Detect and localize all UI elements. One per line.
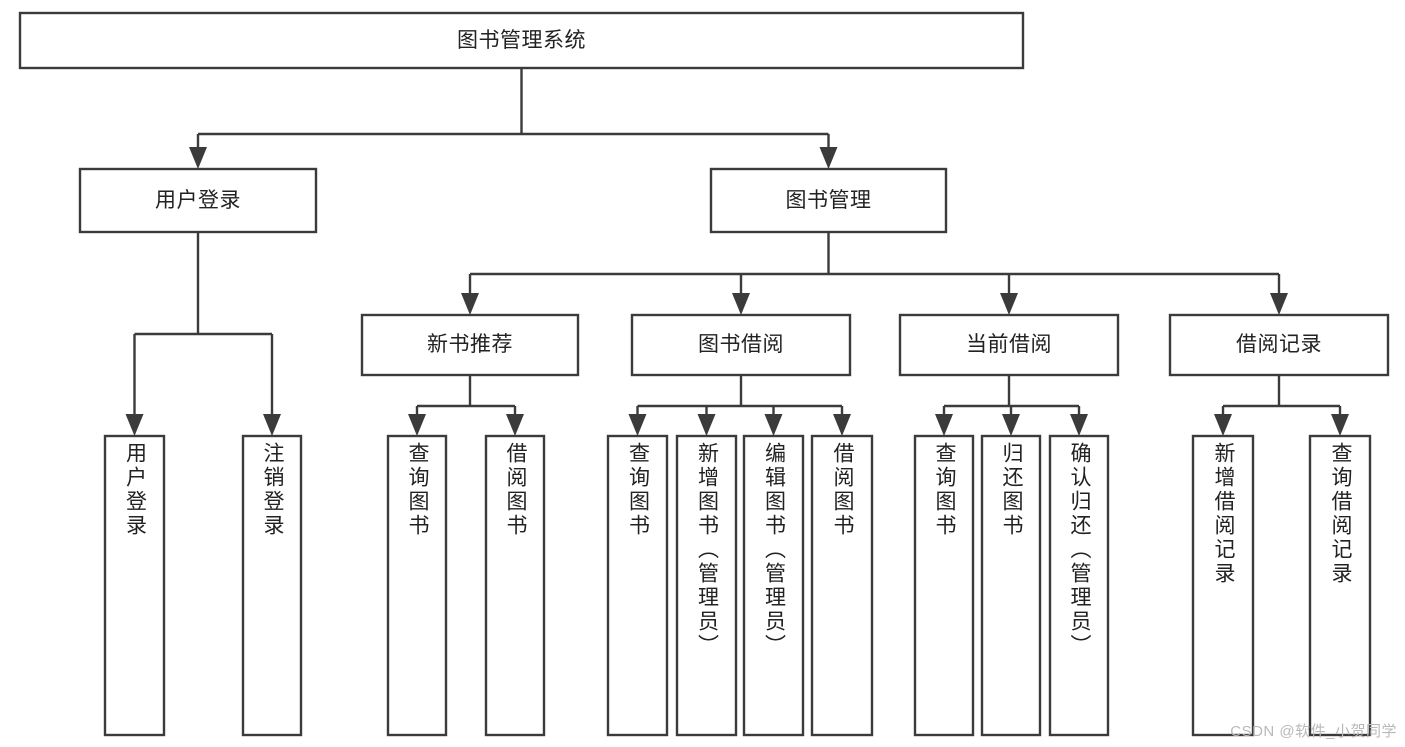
level3-node-box[interactable] (630, 313, 852, 377)
leaf-node-box[interactable] (484, 434, 546, 737)
node-boxes-group (18, 11, 1390, 737)
arrow-head-icon (764, 414, 783, 436)
leaf-node-box[interactable] (913, 434, 975, 737)
leaf-node-box[interactable] (675, 434, 738, 737)
level3-node-box[interactable] (898, 313, 1120, 377)
level2-node-box[interactable] (709, 167, 948, 234)
arrow-head-icon (935, 414, 953, 436)
arrow-head-icon (628, 414, 647, 436)
leaf-node-box[interactable] (810, 434, 874, 737)
root-node-box[interactable] (18, 11, 1025, 70)
arrow-head-icon (189, 147, 207, 169)
arrow-head-icon (125, 414, 144, 436)
arrow-head-icon (461, 293, 479, 315)
leaf-node-box[interactable] (1048, 434, 1110, 737)
level3-node-box[interactable] (360, 313, 580, 377)
leaf-node-box[interactable] (386, 434, 448, 737)
arrow-head-icon (697, 414, 716, 436)
leaf-node-box[interactable] (1191, 434, 1255, 737)
arrow-head-icon (1000, 293, 1018, 315)
arrow-head-icon (819, 147, 838, 169)
arrow-head-icon (1331, 414, 1349, 436)
arrow-head-icon (1070, 414, 1088, 436)
leaf-node-box[interactable] (742, 434, 805, 737)
arrow-head-icon (1002, 414, 1020, 436)
watermark-text: CSDN @软件_小贺同学 (1230, 723, 1397, 740)
arrow-head-icon (263, 414, 281, 436)
arrow-head-icon (732, 293, 750, 315)
arrow-head-icon (408, 414, 426, 436)
arrow-head-icon (1214, 414, 1232, 436)
connector-lines-group (125, 68, 1349, 436)
arrow-head-icon (833, 414, 851, 436)
leaf-node-box[interactable] (980, 434, 1042, 737)
arrow-head-icon (506, 414, 524, 436)
leaf-node-box[interactable] (606, 434, 669, 737)
arrow-head-icon (1270, 293, 1288, 315)
level2-node-box[interactable] (78, 167, 318, 234)
level3-node-box[interactable] (1168, 313, 1390, 377)
leaf-node-box[interactable] (103, 434, 166, 737)
leaf-node-box[interactable] (241, 434, 303, 737)
leaf-node-box[interactable] (1308, 434, 1372, 737)
